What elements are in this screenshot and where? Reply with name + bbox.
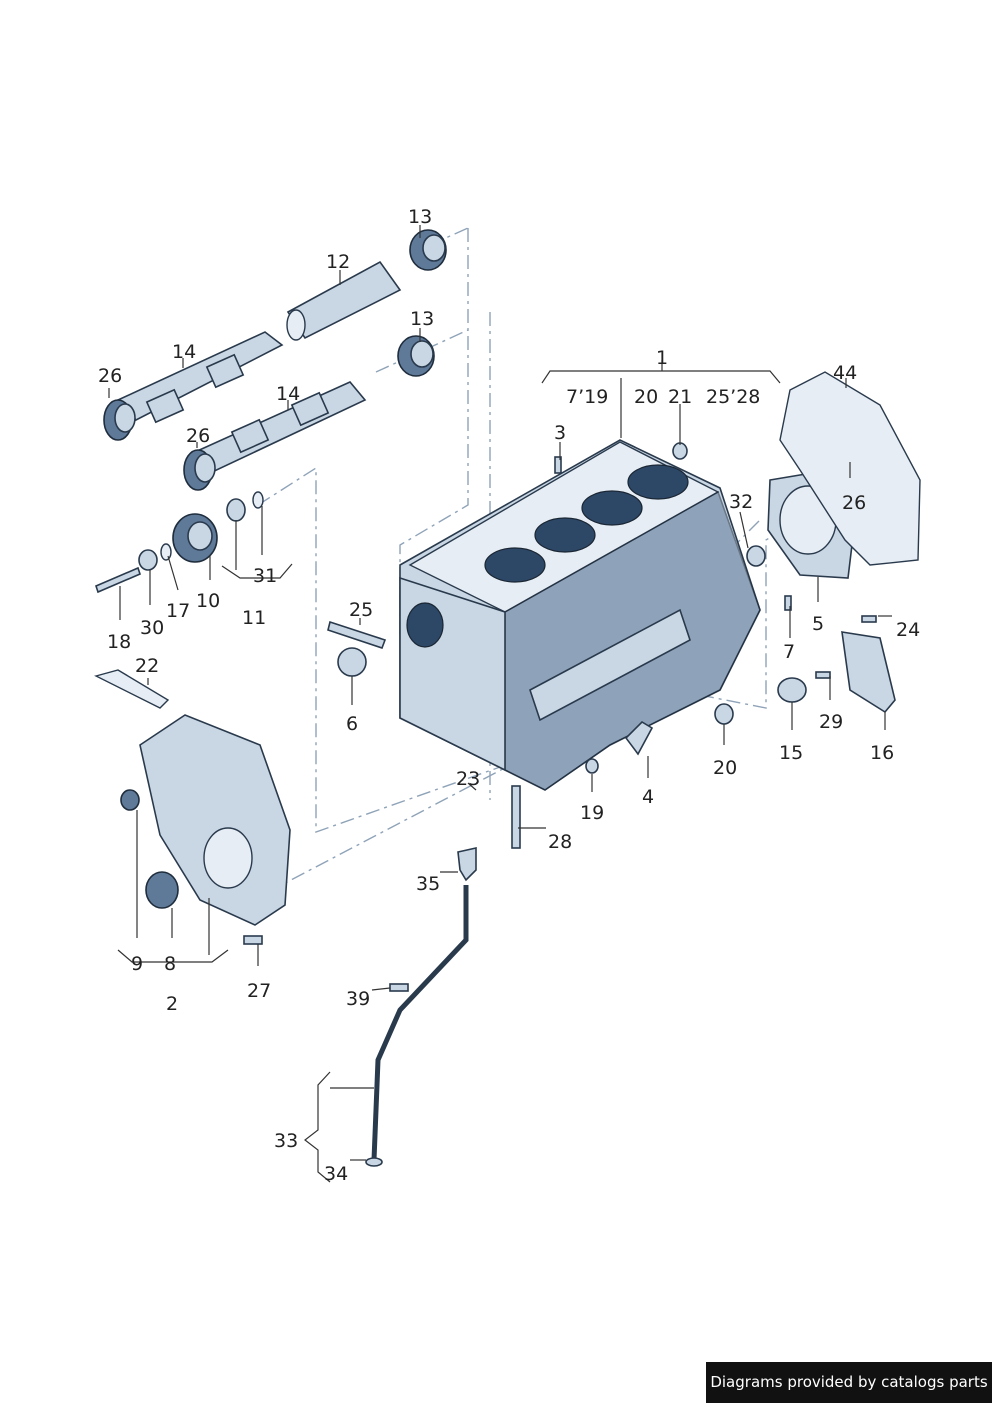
callout-5: 5 [812,613,824,635]
callout-26b: 26 [186,425,210,447]
pin-7 [784,595,792,611]
callout-2: 2 [166,993,178,1015]
timing-cover [139,714,291,926]
ring-17 [160,543,172,561]
drive-gear [172,513,218,563]
seal-ring-6 [337,647,367,677]
callout-32: 32 [729,491,753,513]
callout-24: 24 [896,619,920,641]
callout-13a: 13 [408,206,432,228]
leader-lines [108,225,892,1183]
callout-12: 12 [326,251,350,273]
dipstick-handle-35 [457,847,477,882]
callout-17: 17 [166,600,190,622]
cover-seal-bore [203,827,253,889]
plug-20 [714,703,734,725]
engine-block [399,439,761,791]
callout-11: 11 [242,607,266,629]
pin-3 [554,456,562,474]
callout-19: 19 [580,802,604,824]
sealant-tube-22 [94,669,170,709]
seal-ring-9 [120,789,140,811]
plug-21 [672,442,688,460]
plug-19 [585,758,599,774]
callout-13b: 13 [410,308,434,330]
callout-1: 1 [656,347,668,369]
bolt-18 [95,566,141,594]
callout-25: 25 [349,599,373,621]
callout-44: 44 [833,362,857,384]
camshaft-lower [183,381,367,491]
callout-labels: 1 7’19 20 21 25’28 3 13 12 13 14 14 26 2… [98,206,920,1185]
callout-4: 4 [642,786,654,808]
credit-banner: Diagrams provided by catalogs parts [706,1362,992,1403]
callout-10: 10 [196,590,220,612]
seal-ring-34 [365,1157,383,1167]
needle-bearing-lower [397,335,435,377]
callout-25-28: 25’28 [706,386,760,408]
callout-30: 30 [140,617,164,639]
callout-7-19: 7’19 [566,386,608,408]
callout-18: 18 [107,631,131,653]
callout-20: 20 [634,386,658,408]
bolt-39 [389,983,409,992]
callout-14a: 14 [172,341,196,363]
callout-26a: 26 [98,365,122,387]
callout-35: 35 [416,873,440,895]
callout-34: 34 [324,1163,348,1185]
callout-16: 16 [870,742,894,764]
callout-23: 23 [456,768,480,790]
callout-15: 15 [779,742,803,764]
callout-27: 27 [247,980,271,1002]
callout-9: 9 [131,953,143,975]
bolt-24 [861,615,877,623]
balance-tube [286,260,402,341]
plug-32 [746,545,766,567]
bolt-28 [511,785,521,849]
callout-8: 8 [164,953,176,975]
sensor-4 [624,720,654,756]
bolt-25 [327,620,387,650]
camshaft-upper [103,331,284,441]
callout-14b: 14 [276,383,300,405]
bush-31a [226,498,246,522]
callout-28: 28 [548,831,572,853]
callout-7: 7 [783,641,795,663]
washer-30 [138,549,158,571]
callout-39: 39 [346,988,370,1010]
bolt-29 [815,671,831,679]
callout-6: 6 [346,713,358,735]
callout-29: 29 [819,711,843,733]
sprocket-15 [777,677,807,703]
bolt-27 [243,935,263,945]
dipstick-tube-33 [371,885,469,1161]
callout-26c: 26 [842,492,866,514]
callout-3: 3 [554,422,566,444]
callout-21: 21 [668,386,692,408]
callout-33: 33 [274,1130,298,1152]
needle-bearing-upper [409,229,447,271]
callout-22: 22 [135,655,159,677]
ring-31b [252,491,264,509]
seal-ring-8 [145,871,179,909]
callout-31: 31 [253,565,277,587]
callout-20b: 20 [713,757,737,779]
cover-16 [841,631,896,714]
